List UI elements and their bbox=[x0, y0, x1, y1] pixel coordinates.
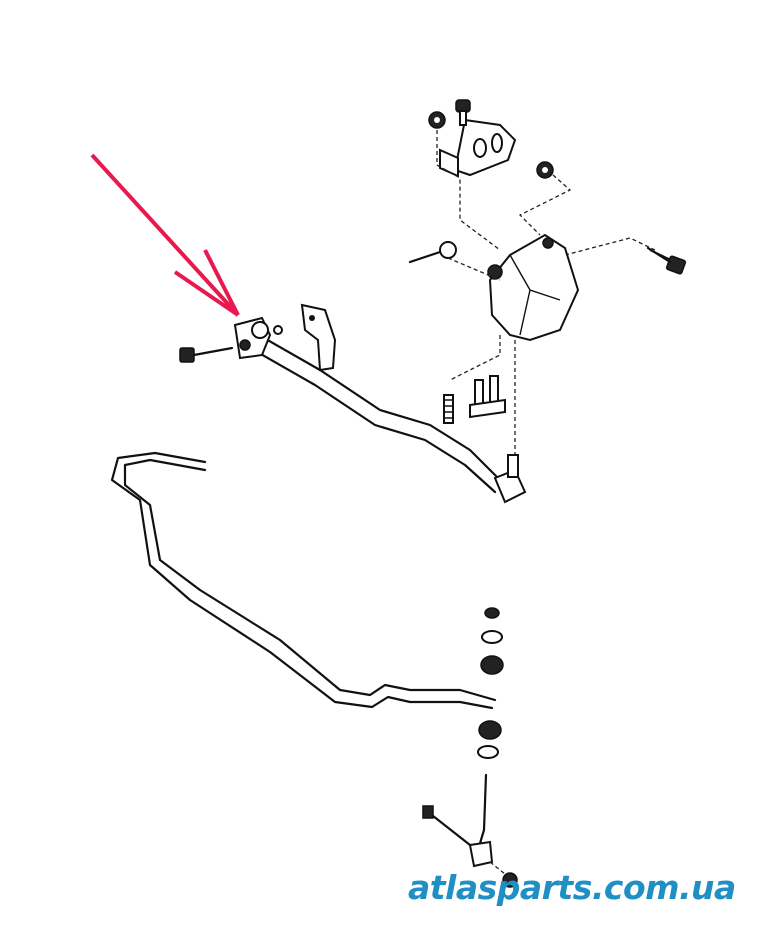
stabilizer-bar bbox=[110, 451, 497, 710]
studs bbox=[443, 375, 506, 424]
strut-bracket bbox=[273, 303, 337, 372]
watermark-text: atlasparts.com.ua bbox=[408, 868, 736, 907]
nuts-top bbox=[428, 99, 554, 179]
bolt-right bbox=[646, 246, 687, 275]
strut-rod bbox=[233, 316, 527, 504]
upper-bracket bbox=[439, 118, 517, 178]
highlight-arrows bbox=[90, 153, 240, 317]
link-stack bbox=[422, 607, 518, 888]
strut-bolt bbox=[179, 346, 234, 363]
bolt-left-upper bbox=[408, 241, 457, 264]
mount-bracket bbox=[487, 233, 580, 342]
